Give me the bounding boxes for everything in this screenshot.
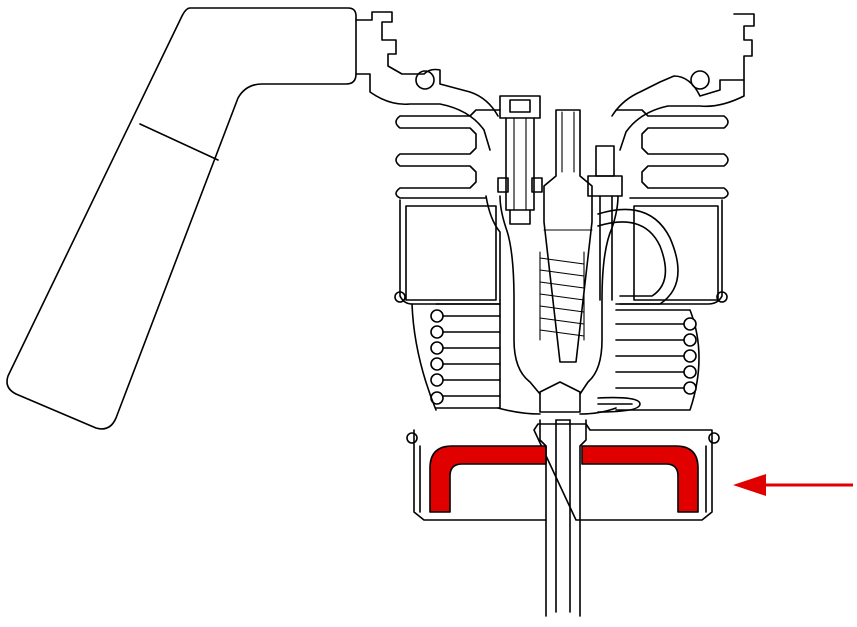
central-stem bbox=[543, 109, 593, 363]
top-right-lug bbox=[611, 13, 755, 151]
side-pin bbox=[587, 145, 623, 301]
cooling-fins-left bbox=[395, 109, 501, 199]
valve-seat bbox=[497, 381, 641, 415]
outlet-tube bbox=[539, 419, 587, 617]
coil-spring-right bbox=[615, 309, 700, 411]
upper-housing bbox=[394, 199, 728, 305]
inner-spring bbox=[539, 251, 585, 341]
gasket-highlight bbox=[429, 445, 699, 513]
coil-spring-left bbox=[411, 303, 501, 411]
bypass-tube bbox=[597, 208, 679, 305]
lever-handle bbox=[6, 7, 357, 430]
center-bolt bbox=[497, 95, 543, 225]
cooling-fins-right bbox=[615, 109, 729, 199]
valve-neck bbox=[485, 195, 619, 395]
top-left-lug bbox=[355, 11, 499, 151]
pointer-arrow bbox=[733, 474, 853, 496]
bottom-flange bbox=[406, 423, 720, 521]
